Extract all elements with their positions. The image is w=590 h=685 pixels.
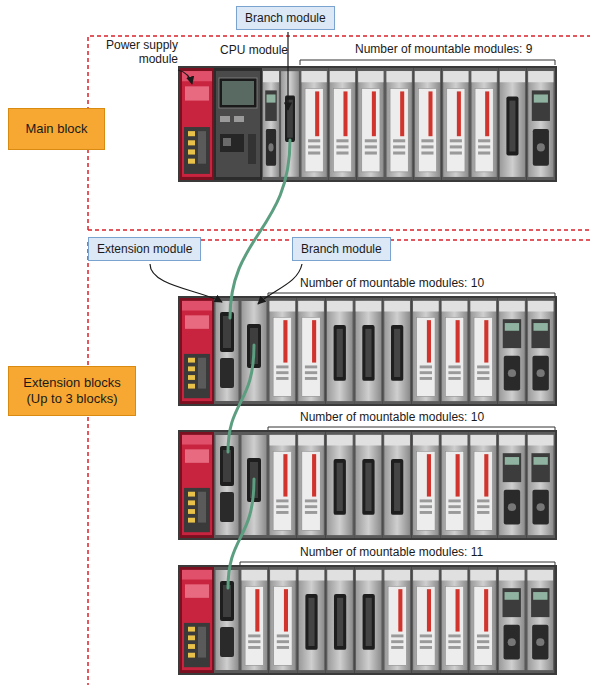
io-module — [440, 432, 469, 538]
io-module — [354, 567, 383, 673]
io-module — [498, 298, 527, 404]
io-module — [527, 68, 555, 180]
text-group: Branch module — [245, 11, 326, 25]
cpu-module — [214, 68, 262, 180]
block-region — [88, 36, 590, 685]
io-module — [357, 68, 385, 180]
extension-cable — [228, 479, 254, 588]
power-supply-module — [180, 68, 214, 180]
io-module — [469, 432, 498, 538]
io-module — [412, 432, 441, 538]
module-count-label: Number of mountable modules: 9 — [355, 42, 532, 56]
io-module — [300, 68, 328, 180]
io-module — [413, 68, 441, 180]
main-rack — [178, 66, 557, 182]
text-group: Extension module — [97, 242, 192, 256]
io-module — [440, 567, 469, 673]
main-region-outline — [88, 229, 590, 231]
io-module — [268, 432, 297, 538]
io-module — [297, 567, 326, 673]
io-module — [412, 567, 441, 673]
module-bracket — [240, 60, 555, 567]
io-module — [297, 432, 326, 538]
extension-cable — [228, 345, 254, 452]
main-region-outline — [88, 36, 590, 230]
text-group: Branch module — [301, 242, 382, 256]
block-label-box: Main block — [8, 108, 105, 150]
extension-cable — [230, 140, 290, 318]
extension-module — [214, 298, 240, 404]
io-module — [383, 298, 412, 404]
module-bracket — [300, 60, 555, 65]
io-module — [297, 298, 326, 404]
io-module — [383, 567, 412, 673]
io-module — [498, 432, 527, 538]
callout-box: Extension module — [88, 237, 201, 261]
extension-cable — [228, 140, 290, 588]
extension-region-outline — [88, 240, 590, 685]
module-count-label: Number of mountable modules: 11 — [300, 545, 483, 559]
io-module — [498, 68, 526, 180]
extension-rack — [178, 565, 557, 675]
box-text: Branch module — [301, 242, 382, 256]
io-module — [268, 298, 297, 404]
io-module — [269, 567, 298, 673]
io-module — [526, 567, 555, 673]
io-module — [497, 567, 526, 673]
io-module — [325, 298, 354, 404]
module-count-label: Number of mountable modules: 10 — [300, 410, 484, 424]
box-text: Branch module — [245, 11, 326, 25]
base-unit — [178, 66, 557, 182]
io-module — [470, 68, 498, 180]
leader-arrow — [258, 264, 302, 304]
io-module — [469, 567, 498, 673]
extension-rack — [178, 430, 557, 540]
io-module — [469, 298, 498, 404]
io-module — [526, 298, 555, 404]
io-module — [262, 68, 280, 180]
io-module — [240, 567, 269, 673]
io-module — [442, 68, 470, 180]
io-module — [328, 68, 356, 180]
box-text: Main block — [25, 121, 87, 137]
text-group: Extension blocks (Up to 3 blocks) — [17, 375, 127, 408]
power-supply-module — [180, 567, 214, 673]
io-module — [383, 432, 412, 538]
block-label-box: Extension blocks (Up to 3 blocks) — [8, 366, 136, 416]
io-module — [354, 432, 383, 538]
power-supply-module — [180, 432, 214, 538]
power-supply-module — [180, 298, 214, 404]
part-label: CPU module — [220, 43, 288, 57]
box-text: Extension module — [97, 242, 192, 256]
io-module — [385, 68, 413, 180]
base-unit — [178, 430, 557, 540]
text-group: Main block — [25, 121, 87, 137]
part-label: Power supply module — [98, 38, 178, 67]
module-count-label: Number of mountable modules: 10 — [300, 276, 484, 290]
io-module — [526, 432, 555, 538]
extension-rack — [178, 296, 557, 406]
io-module — [412, 298, 441, 404]
box-text: Extension blocks (Up to 3 blocks) — [17, 375, 127, 408]
callout-box: Branch module — [292, 237, 391, 261]
leader-arrow — [178, 70, 192, 84]
io-module — [326, 567, 355, 673]
base-unit — [178, 296, 557, 406]
base-unit — [178, 565, 557, 675]
callout-box: Branch module — [236, 6, 335, 30]
branch-module — [280, 68, 300, 180]
leader-arrow — [150, 32, 302, 304]
io-module — [354, 298, 383, 404]
io-module — [325, 432, 354, 538]
leader-arrow — [150, 264, 222, 302]
io-module — [440, 298, 469, 404]
